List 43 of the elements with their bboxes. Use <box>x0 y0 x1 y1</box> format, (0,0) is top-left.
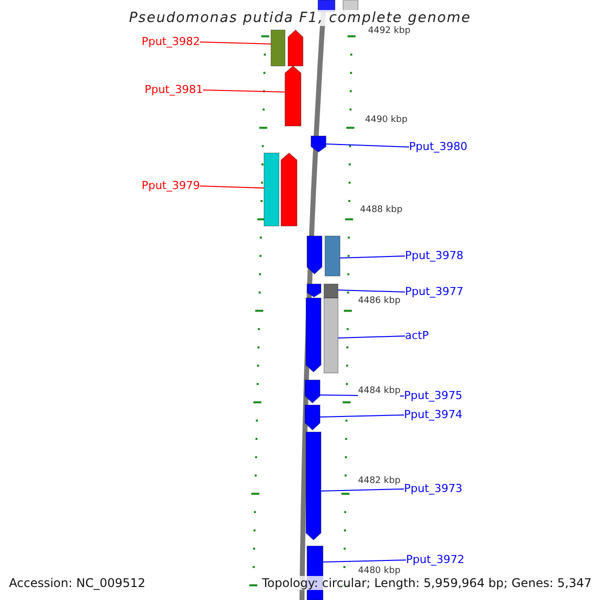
gene-block <box>304 404 320 431</box>
gene-label: Pput_3982 <box>142 35 200 48</box>
scale-label: 4480 kbp <box>358 566 400 577</box>
leader-line <box>338 336 406 338</box>
gene-label: Pput_3980 <box>409 140 468 153</box>
gene-label: Pput_3981 <box>144 83 203 96</box>
gene-label: Pput_3974 <box>404 408 462 421</box>
gene-bar <box>264 152 280 226</box>
gene-label: Pput_3975 <box>404 389 462 402</box>
chart-title: Pseudomonas putida F1, complete genome <box>128 10 472 26</box>
gene-label: actP <box>405 329 429 342</box>
leader-line <box>340 256 406 258</box>
leader-line <box>320 414 404 418</box>
gene-block <box>306 236 322 275</box>
leader-line <box>338 290 406 292</box>
scale-label: 4484 kbp <box>358 386 400 397</box>
scale-label: 4490 kbp <box>365 115 408 126</box>
scale-label: 4486 kbp <box>358 296 400 307</box>
scale-label: 4482 kbp <box>358 476 400 487</box>
gene-label: Pput_3978 <box>405 249 464 262</box>
scale-label: 4488 kbp <box>360 205 402 216</box>
gene-block <box>288 29 304 66</box>
gene-block <box>284 65 302 126</box>
gene-bar <box>324 236 340 276</box>
gene-block <box>310 136 326 153</box>
gene-bar <box>324 298 338 374</box>
leader-line <box>202 90 286 92</box>
leader-line <box>200 42 272 44</box>
gene-bar <box>270 30 286 66</box>
scale-label: 4492 kbp <box>368 26 410 37</box>
gene-block <box>280 152 298 226</box>
gene-bar <box>324 284 338 298</box>
leader-line <box>320 488 404 492</box>
footer-text: Accession: NC_009512 <box>9 576 146 590</box>
gene-label: Pput_3973 <box>404 482 462 495</box>
leader-line <box>326 144 410 148</box>
gene-block <box>304 380 320 404</box>
gene-label: Pput_3979 <box>142 179 200 192</box>
gene-label: Pput_3972 <box>406 553 464 566</box>
leader-line <box>200 186 264 188</box>
leader-line <box>322 560 406 562</box>
gene-label: Pput_3977 <box>405 285 464 298</box>
footer-text: Topology: circular; Length: 5,959,964 bp; Genes: 5,347 <box>262 576 592 590</box>
